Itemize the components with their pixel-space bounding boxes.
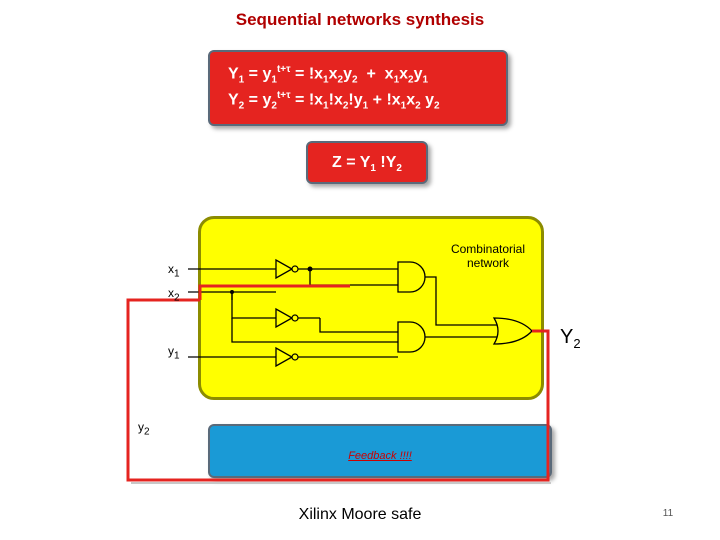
equation-y1: Y1 = y1t+τ = !x1x2y2 + x1x2y1 (228, 64, 429, 86)
state-equations-box: Y1 = y1t+τ = !x1x2y2 + x1x2y1 Y2 = y2t+τ… (208, 50, 508, 126)
and1-input-b (309, 269, 398, 286)
label-y1: y1 (168, 344, 180, 362)
inverter-1 (275, 258, 294, 280)
feedback-y2-wire (532, 329, 550, 420)
slide-title: Sequential networks synthesis (235, 10, 485, 29)
and2-input-b (231, 318, 398, 343)
and2-input-a (319, 318, 398, 333)
inverter-3 (275, 346, 294, 368)
label-y2: y2 (138, 420, 150, 438)
label-x1: x1 (168, 262, 180, 280)
junction-dot-1 (307, 266, 313, 272)
label-x2: x2 (168, 286, 180, 304)
and-gate-1 (397, 261, 426, 293)
inverter-3-bubble (291, 353, 299, 361)
page-number: 11 (662, 508, 674, 519)
inverter-2 (275, 307, 294, 329)
combinatorial-network-label: Combinatorial network (450, 242, 526, 270)
footer-text: Xilinx Moore safe (298, 506, 422, 523)
output-equation-box: Z = Y1 !Y2 (306, 141, 428, 184)
feedback-top-wire (198, 284, 350, 300)
and1-output (425, 276, 498, 326)
label-Y2-output: Y2 (560, 326, 581, 351)
feedback-box (208, 424, 552, 478)
and-gate-2 (397, 321, 426, 353)
or-gate (492, 317, 533, 345)
combinatorial-network-block (198, 216, 544, 400)
feedback-label: Feedback !!!! (348, 450, 412, 462)
feedback-return-wire (126, 298, 550, 482)
x2-branch (231, 292, 276, 319)
equation-y2: Y2 = y2t+τ = !x1!x2!y1 + !x1x2 y2 (228, 90, 440, 112)
inverter-1-bubble (291, 265, 299, 273)
inverter-2-bubble (291, 314, 299, 322)
junction-dot-2 (230, 290, 234, 294)
